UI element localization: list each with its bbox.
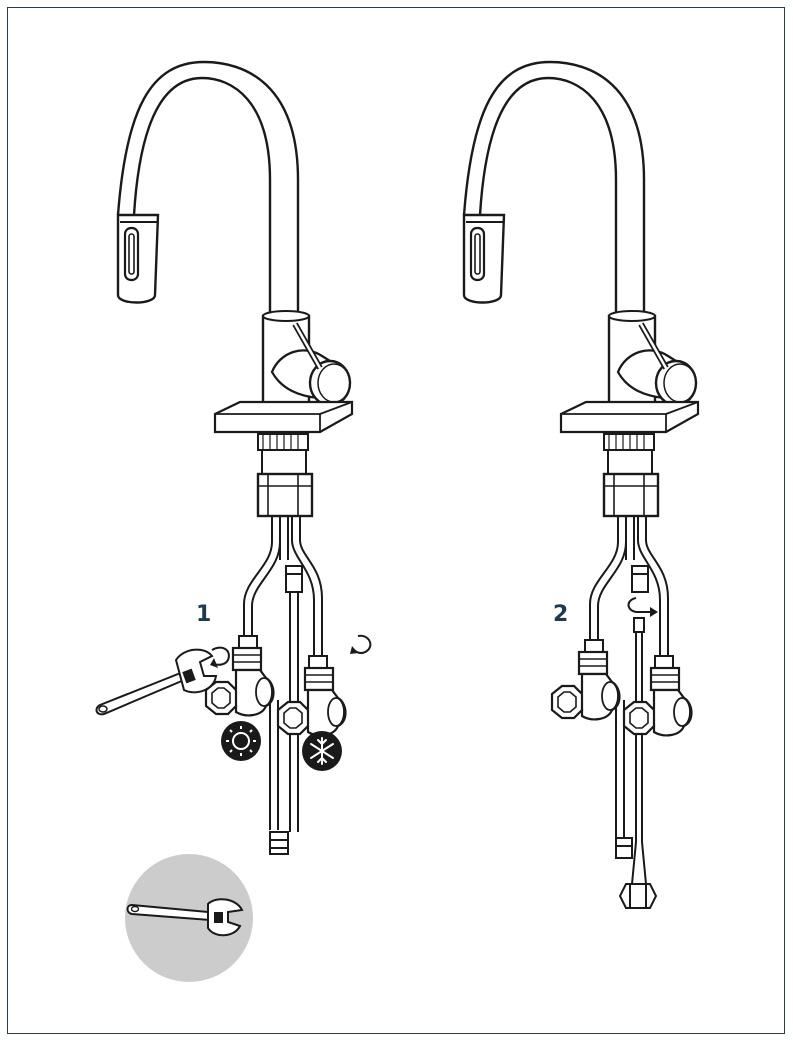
tool-required-badge [125, 854, 253, 982]
faucet-step-1 [118, 62, 352, 560]
adjustable-wrench-icon [95, 648, 218, 716]
step-1-label: 1 [196, 602, 212, 627]
rotate-arrow-icon [350, 634, 372, 654]
hoses-step-2 [584, 516, 674, 909]
faucet-step-2 [464, 62, 698, 560]
cold-valve-step-1 [276, 666, 347, 737]
rotate-arrow-icon [210, 646, 230, 668]
sun-icon [221, 721, 261, 761]
snowflake-icon [302, 731, 342, 771]
connect-arrow-icon [627, 597, 658, 617]
step-2-label: 2 [553, 602, 569, 627]
cold-valve-step-2 [622, 666, 693, 737]
hot-valve-step-1 [204, 646, 275, 717]
hoses-step-1 [238, 516, 328, 855]
hot-valve-step-2 [550, 650, 621, 721]
page-frame [7, 7, 785, 1034]
